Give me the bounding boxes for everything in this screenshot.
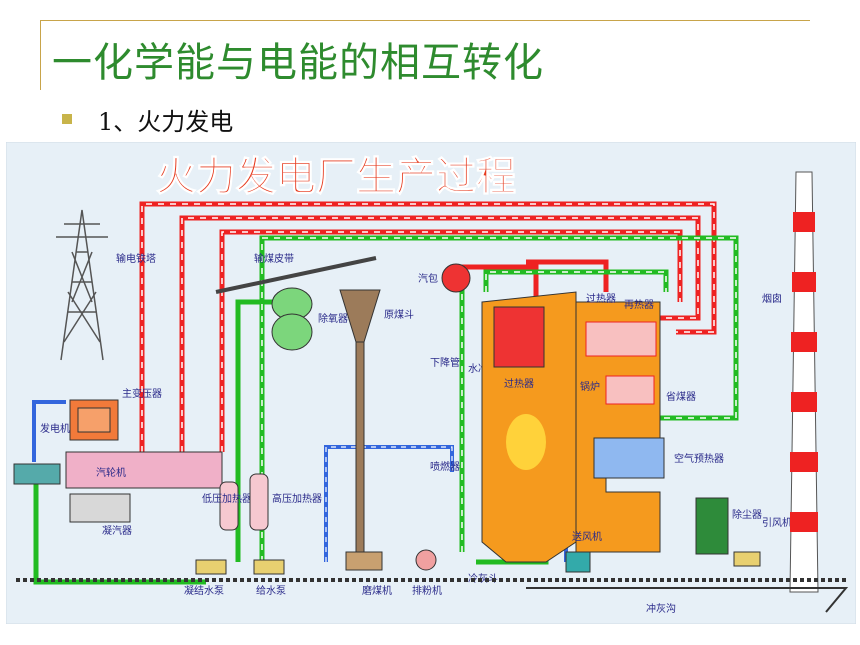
label-coal-bunker: 原煤斗	[384, 308, 414, 321]
pulverizer-feeder	[415, 549, 437, 571]
superheater-coil	[493, 306, 545, 368]
ash-trench	[526, 587, 849, 613]
water-pipes-dashes	[261, 237, 737, 562]
title-rule	[40, 20, 810, 21]
label-turbine: 汽轮机	[96, 466, 126, 479]
bullet-item: 1、火力发电	[62, 104, 234, 136]
coal-mill	[345, 551, 383, 571]
air-preheater	[593, 437, 665, 479]
bullet-text: 1、火力发电	[98, 107, 234, 136]
label-hp-heater: 高压加热器	[272, 492, 322, 505]
label-reheater: 再热器	[624, 298, 654, 311]
label-chimney: 烟囱	[762, 292, 782, 305]
forced-fan	[565, 551, 591, 573]
diagram-banner: 火力发电厂生产过程	[156, 154, 516, 200]
label-downcomer: 下降管	[430, 356, 460, 369]
drum	[441, 263, 471, 293]
label-coal-conveyor: 输煤皮带	[254, 252, 294, 265]
label-forced-fan: 送风机	[572, 530, 602, 543]
transmission-tower-icon	[56, 209, 108, 361]
coal-conveyor	[215, 256, 377, 294]
economizer-coil	[605, 375, 655, 405]
dust-collector	[695, 497, 729, 555]
label-air-preheater: 空气预热器	[674, 452, 724, 465]
label-superheater2: 过热器	[586, 292, 616, 305]
label-boiler: 锅炉	[580, 381, 600, 393]
bullet-square-icon	[62, 114, 72, 124]
label-main-transformer: 主变压器	[122, 387, 162, 400]
power-plant-diagram: 火力发电厂生产过程 输电铁塔	[6, 142, 856, 624]
lp-heater	[219, 481, 239, 531]
label-condensate-pump: 凝结水泵	[184, 584, 224, 597]
steam-pipes-dashes	[141, 203, 715, 452]
label-coal-mill: 磨煤机	[362, 584, 392, 597]
label-condenser: 凝汽器	[102, 524, 132, 537]
label-dust-collector: 除尘器	[732, 508, 762, 521]
label-ash-hopper: 冷灰斗	[468, 572, 498, 585]
rear-pass	[575, 301, 661, 553]
label-feed-pump: 给水泵	[256, 584, 286, 597]
label-economizer: 省煤器	[666, 390, 696, 403]
feed-pump	[253, 559, 285, 575]
label-lp-heater: 低压加热器	[202, 492, 252, 505]
hp-heater	[249, 473, 269, 531]
label-deaerator: 除氧器	[318, 312, 348, 325]
reheater-coil	[585, 321, 657, 357]
label-pulverizer-feeder: 排粉机	[412, 584, 442, 597]
turbine	[65, 451, 223, 489]
condenser	[69, 493, 131, 523]
label-ash-trench: 冲灰沟	[646, 602, 676, 615]
title-side-rule	[40, 20, 41, 90]
label-superheater: 过热器	[504, 377, 534, 390]
slide-title: 一化学能与电能的相互转化	[52, 40, 544, 86]
chimney-icon	[789, 171, 819, 593]
label-generator: 发电机	[40, 422, 70, 435]
label-induced-fan: 引风机	[762, 516, 792, 529]
label-transmission-tower: 输电铁塔	[116, 252, 156, 265]
label-burner: 喷燃器	[430, 460, 460, 473]
label-drum: 汽包	[418, 272, 438, 285]
induced-fan	[733, 551, 761, 567]
flame-icon	[506, 414, 546, 470]
condensate-pump	[195, 559, 227, 575]
generator	[13, 463, 61, 485]
